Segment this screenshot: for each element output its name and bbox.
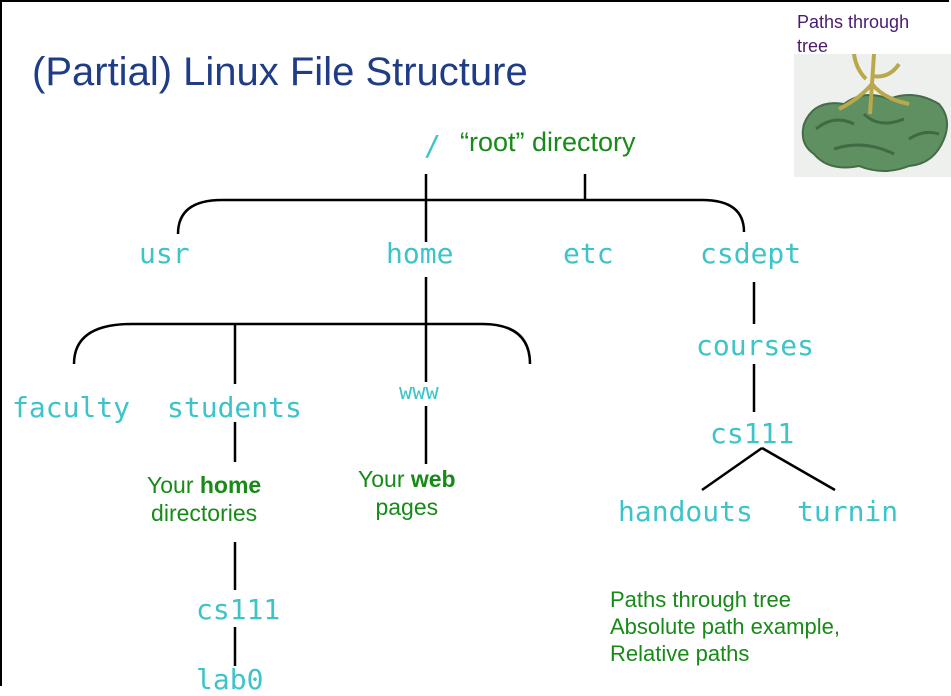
root-label: “root” directory bbox=[460, 127, 636, 157]
image-caption: Paths through tree bbox=[797, 10, 909, 59]
dir-handouts: handouts bbox=[618, 495, 753, 528]
note-home-line2: directories bbox=[151, 499, 258, 526]
paths-note-line-1: Paths through tree bbox=[610, 587, 792, 612]
caption-line-1: Paths through bbox=[797, 12, 910, 32]
dir-etc: etc bbox=[563, 237, 614, 270]
dir-cs111-home: cs111 bbox=[196, 593, 281, 626]
paths-note-line-2: Absolute path example, bbox=[610, 614, 840, 640]
dir-csdept: csdept bbox=[700, 237, 802, 270]
caption-line-2: tree bbox=[797, 36, 829, 57]
root-slash: / bbox=[424, 129, 441, 162]
dir-students: students bbox=[167, 391, 302, 424]
note-web-bold: web bbox=[410, 466, 456, 492]
note-web-line2: pages bbox=[375, 493, 439, 520]
note-web-pages: Your web pages bbox=[358, 466, 456, 521]
dir-turnin: turnin bbox=[797, 495, 899, 528]
dir-cs111-dept: cs111 bbox=[710, 417, 795, 450]
note-home-directories: Your home directories bbox=[147, 472, 261, 527]
slide-title: (Partial) Linux File Structure bbox=[32, 50, 528, 94]
note-home-pre: Your bbox=[147, 472, 200, 498]
paths-note-line-3: Relative paths bbox=[610, 641, 750, 667]
note-web-pre: Your bbox=[358, 466, 411, 492]
dir-courses: courses bbox=[696, 329, 815, 362]
dir-home: home bbox=[386, 237, 454, 270]
note-home-bold: home bbox=[199, 472, 262, 498]
dir-faculty: faculty bbox=[12, 391, 131, 424]
paths-note: Paths through tree Absolute path example… bbox=[610, 586, 840, 667]
tree-roots-image bbox=[794, 54, 951, 177]
dir-usr: usr bbox=[139, 237, 190, 270]
dir-lab0: lab0 bbox=[196, 663, 264, 696]
dir-www: www bbox=[399, 380, 439, 405]
